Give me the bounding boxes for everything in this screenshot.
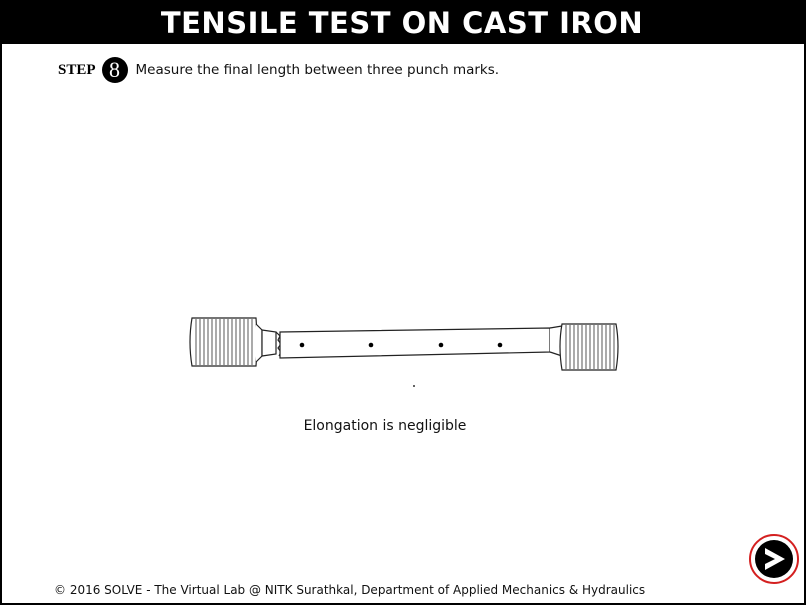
punch-mark [497,342,503,348]
step-header: STEP 8 Measure the final length between … [58,56,499,84]
step-number-badge: 8 [101,57,128,83]
punch-mark [438,342,444,348]
next-arrow-icon [749,534,799,584]
left-threaded-end [189,317,277,367]
gauge-section [279,327,551,359]
page-title: TENSILE TEST ON CAST IRON [0,0,804,44]
specimen-illustration [189,317,619,387]
punch-mark [368,342,374,348]
footer-copyright: © 2016 SOLVE - The Virtual Lab @ NITK Su… [54,583,646,597]
result-caption: Elongation is negligible [303,418,467,434]
next-button[interactable] [748,533,800,585]
punch-mark [299,342,305,348]
step-label: STEP [58,61,96,78]
right-threaded-end [549,323,619,371]
stray-dot [413,385,415,387]
step-instruction: Measure the final length between three p… [135,62,500,78]
